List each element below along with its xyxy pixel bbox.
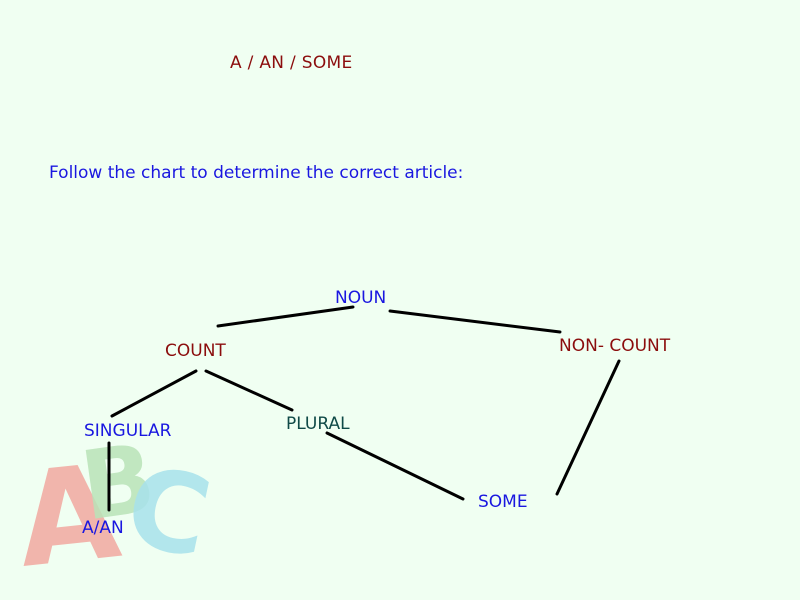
instruction-text: Follow the chart to determine the correc…: [49, 163, 464, 183]
edge-plural-some: [325, 431, 465, 501]
node-count: COUNT: [165, 341, 226, 361]
edge-noun-noncount: [388, 309, 562, 334]
page-title: A / AN / SOME: [230, 53, 353, 73]
node-plural: PLURAL: [286, 414, 350, 434]
node-singular: SINGULAR: [84, 421, 172, 441]
edge-count-plural: [204, 369, 294, 412]
node-noun: NOUN: [335, 288, 387, 308]
node-some: SOME: [478, 492, 528, 512]
edge-noncount-some: [555, 359, 621, 496]
edge-count-singular: [110, 369, 198, 418]
edge-noun-count: [216, 305, 355, 328]
node-a-an: A/AN: [82, 518, 124, 538]
node-non-count: NON- COUNT: [559, 336, 671, 356]
